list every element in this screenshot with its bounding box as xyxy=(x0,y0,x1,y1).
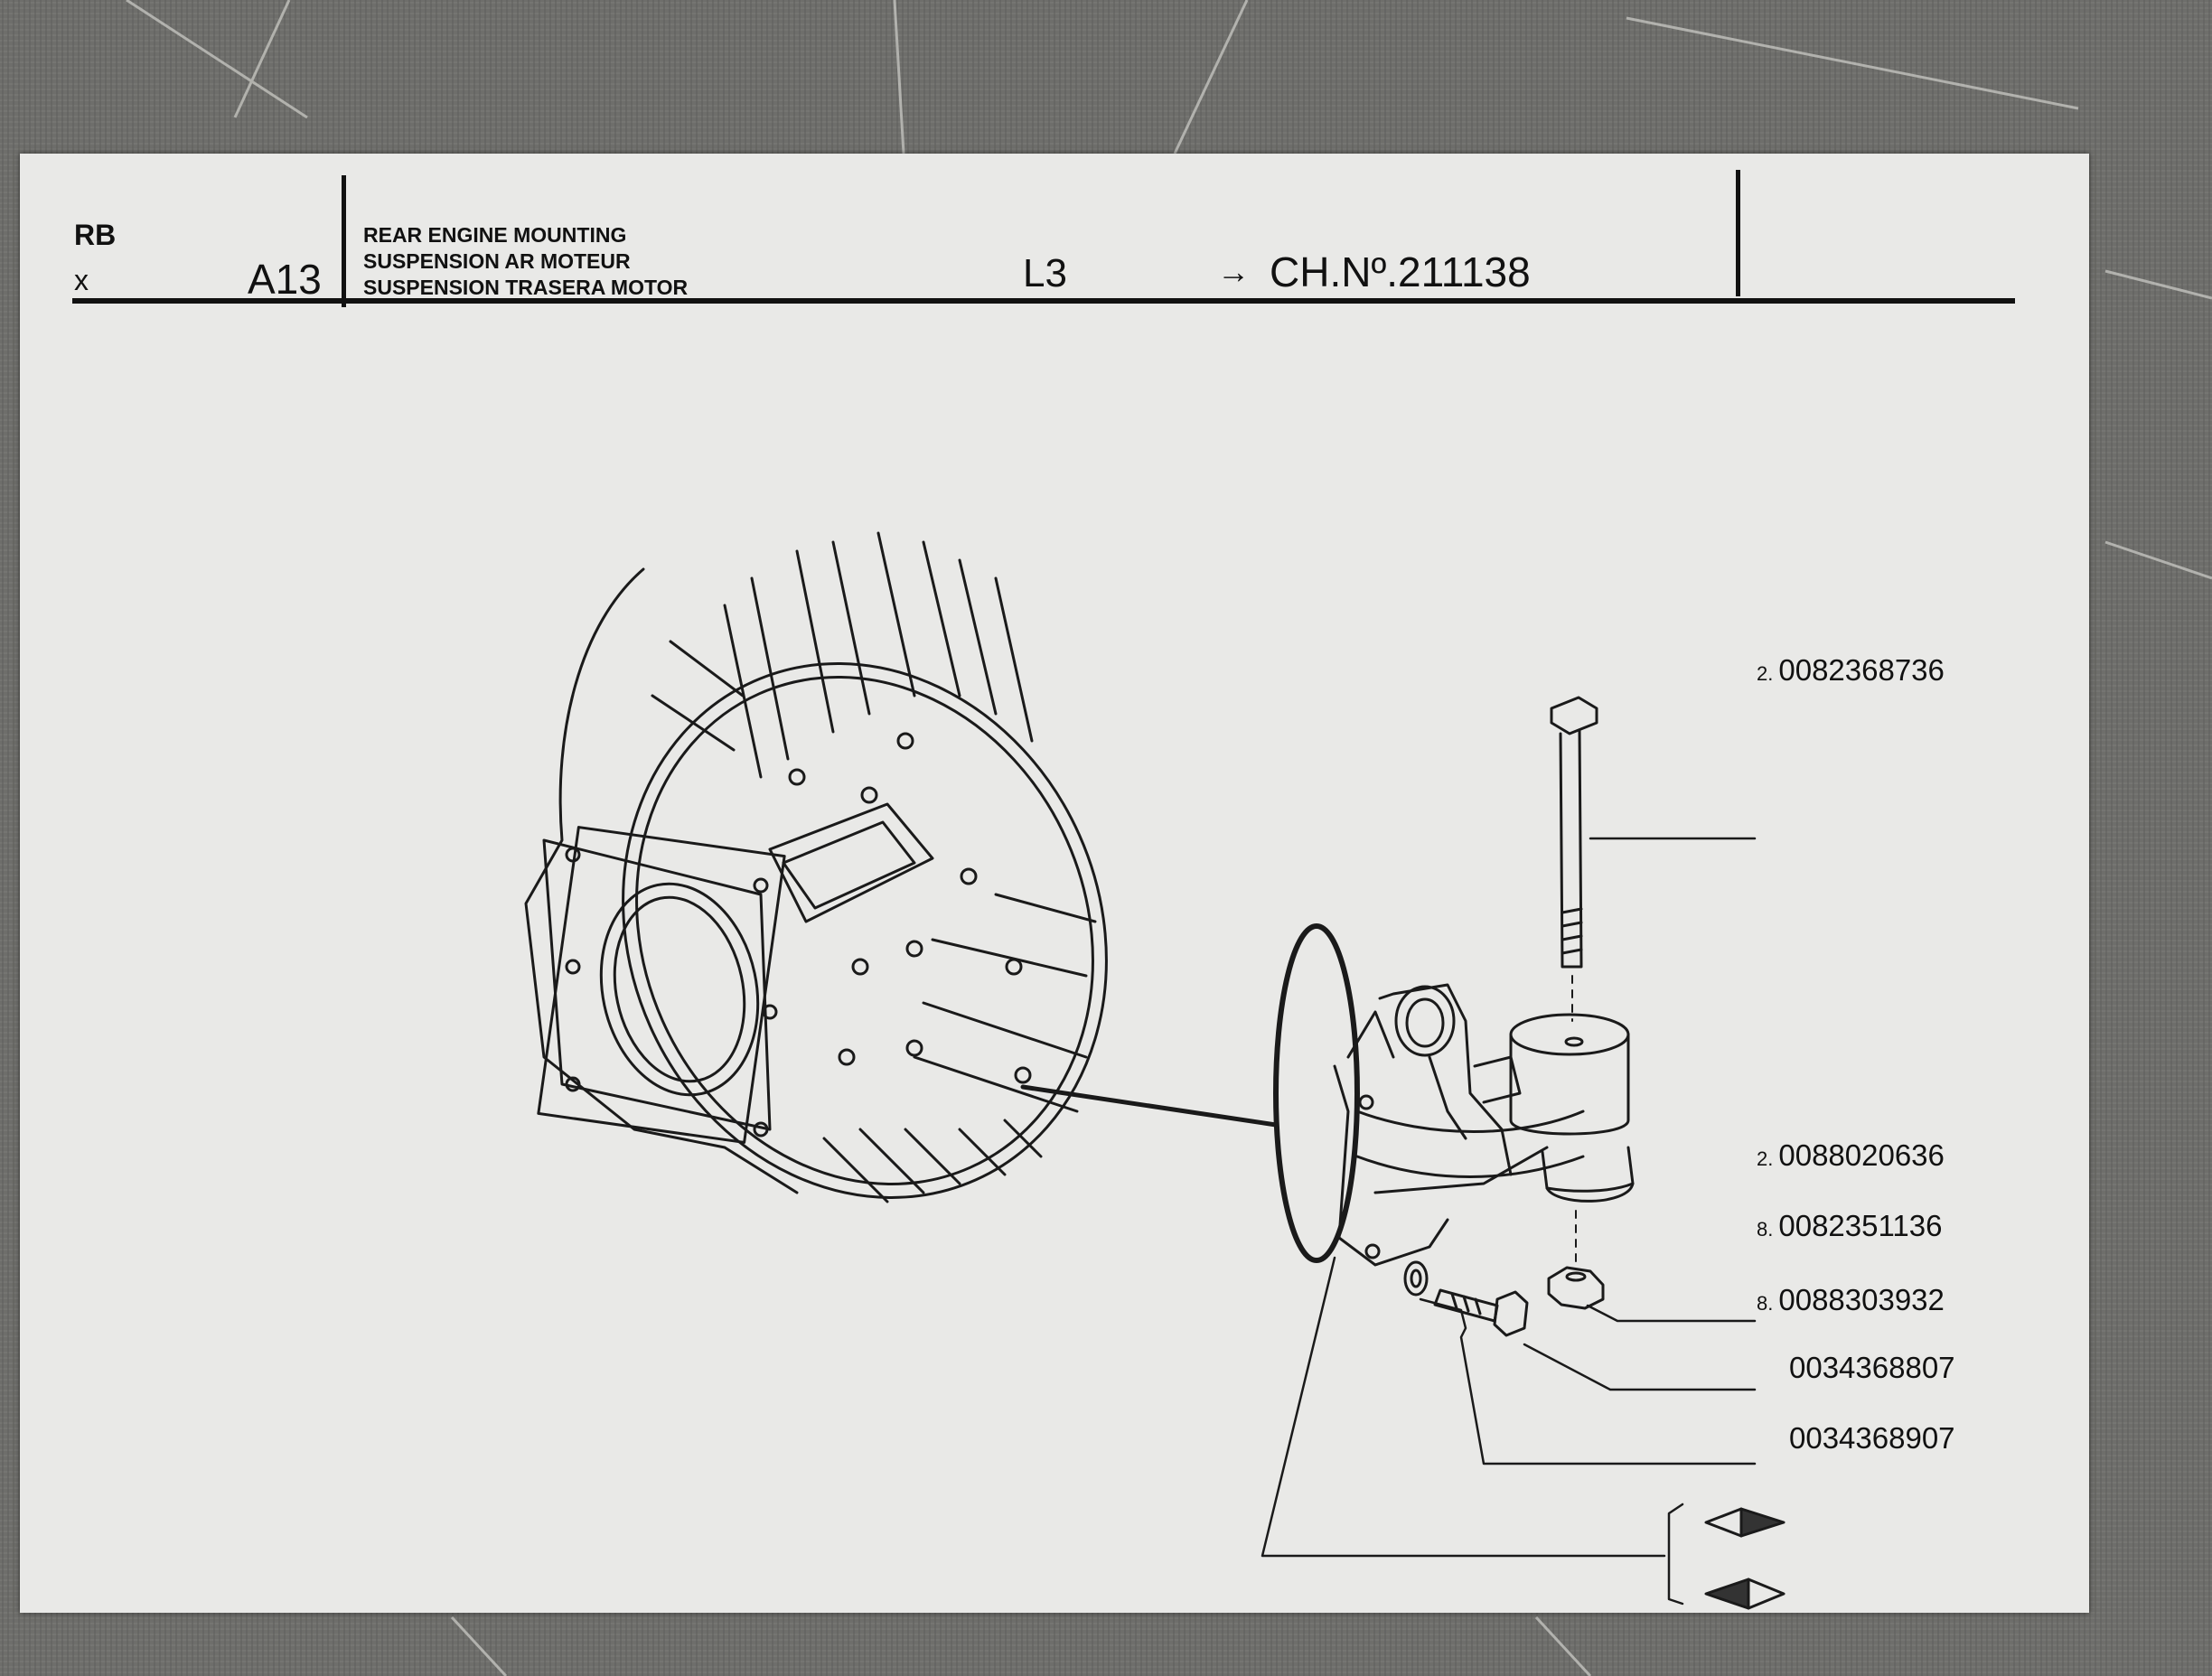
leader-line-screw xyxy=(1523,1343,1757,1391)
nut-illustration xyxy=(1547,1210,1605,1310)
variant-brace xyxy=(1667,1503,1684,1606)
model-code: RB xyxy=(74,219,117,251)
chassis-range: → CH.Nº.211138 xyxy=(1217,248,1531,296)
title-spanish: SUSPENSION TRASERA MOTOR xyxy=(363,276,689,299)
washer-illustration xyxy=(1403,1260,1429,1297)
gasket-ring xyxy=(1273,923,1360,1263)
callout-screw: 8.0082351136 xyxy=(1757,1209,1943,1242)
callout-bolt: 2.0082368736 xyxy=(1757,653,1945,687)
bolt-illustration xyxy=(1550,696,1598,1022)
variant-marker-right-filled-icon xyxy=(1704,1507,1786,1538)
assembly-leader-line xyxy=(1020,1084,1279,1128)
callout-bracket-variant-2: 0034368907 xyxy=(1789,1421,1955,1455)
group-code: A13 xyxy=(248,256,322,303)
callout-bracket-variant-1: 0034368807 xyxy=(1789,1351,1955,1384)
variant-marker-left-filled-icon xyxy=(1704,1578,1786,1610)
leader-line-washer xyxy=(1419,1297,1757,1465)
exploded-view-drawing xyxy=(524,531,1786,1610)
header-divider-right xyxy=(1736,170,1740,296)
title-french: SUSPENSION AR MOTEUR xyxy=(363,249,631,273)
variant-code: x xyxy=(74,264,89,296)
header-underline xyxy=(72,298,2015,304)
title-english: REAR ENGINE MOUNTING xyxy=(363,223,627,247)
screw-illustration xyxy=(1433,1288,1529,1337)
callout-washer: 8.0088303932 xyxy=(1757,1283,1945,1316)
header-divider-left xyxy=(342,175,346,307)
mounting-bracket-illustration xyxy=(1273,923,1635,1267)
catalog-page: RB x A13 REAR ENGINE MOUNTING SUSPENSION… xyxy=(20,154,2089,1613)
bell-housing-illustration xyxy=(524,531,1108,1203)
section-code: L3 xyxy=(1023,251,1067,295)
callout-nut: 2.0088020636 xyxy=(1757,1138,1945,1172)
arrow-right-icon: → xyxy=(1217,253,1250,290)
chassis-number: CH.Nº.211138 xyxy=(1270,248,1531,295)
page-title: REAR ENGINE MOUNTING SUSPENSION AR MOTEU… xyxy=(363,222,688,301)
leader-line-nut xyxy=(1586,1304,1757,1323)
leader-line-bracket xyxy=(1261,1256,1666,1558)
